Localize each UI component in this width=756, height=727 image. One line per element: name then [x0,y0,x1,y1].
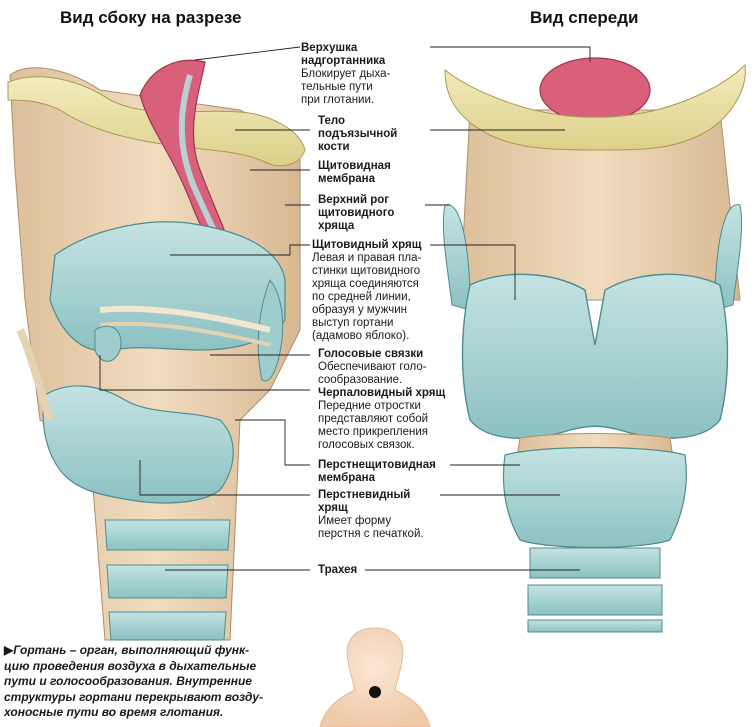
leader-cricoid [139,460,310,496]
caption-marker: ▶ [4,643,14,657]
label-vocal-cords-name: Голосовые связки [318,348,424,360]
label-epiglottis: Верхушка надгортанника Блокирует дыха- т… [301,42,421,107]
label-arytenoid-name: Черпаловидный хрящ [318,387,446,399]
label-arytenoid-desc: Передние отростки представляют собой мес… [318,400,429,451]
front-epiglottis [539,57,651,123]
label-vocal-cords: Голосовые связки Обеспечивают голо- сооб… [318,348,443,387]
side-superior-horn [257,279,284,382]
label-cricoid-name: Перстневидный хрящ [318,489,411,514]
label-epiglottis-desc: Блокирует дыха- тельные пути при глотани… [301,68,391,106]
label-trachea-name: Трахея [318,564,358,576]
label-cricoid: Перстневидный хрящ Имеет форму перстня с… [318,489,448,541]
leader-thyroid [170,244,310,256]
label-superior-horn: Верхний рог щитовидного хряща [318,194,428,233]
side-airway-tube [16,328,54,422]
front-trachea-ring-2 [527,584,663,616]
front-view-title: Вид спереди [530,8,639,27]
leader-epiglottis-side [194,46,301,61]
label-trachea: Трахея [318,564,378,577]
label-superior-horn-name: Верхний рог щитовидного хряща [318,194,395,232]
front-cricoid-cartilage [502,446,687,549]
label-epiglottis-name: Верхушка надгортанника [301,42,386,67]
label-thyrohyoid: Щитовидная мембрана [318,160,428,186]
label-hyoid-name: Тело подъязычной кости [318,115,398,153]
label-thyrohyoid-name: Щитовидная мембрана [318,160,391,185]
label-vocal-cords-desc: Обеспечивают голо- сообразование. [318,361,427,386]
label-hyoid: Тело подъязычной кости [318,115,428,154]
side-view-title: Вид сбоку на разрезе [60,8,242,27]
label-thyroid: Щитовидный хрящ Левая и правая пла- стин… [312,239,437,343]
label-thyroid-name: Щитовидный хрящ [312,239,422,251]
side-trachea-ring-2 [106,564,229,599]
front-trachea-ring-1 [529,547,661,579]
front-trachea-ring-3 [527,619,663,633]
side-vocal-cords-lower [99,321,271,347]
leader-thyroid-front [430,244,516,300]
side-trachea-ring-3 [108,611,227,641]
front-thyroid-cartilage [461,273,729,439]
side-thyroid-cartilage [49,221,286,352]
caption-text: Гортань – орган, выполняющий функ- цию п… [4,643,264,719]
side-view-illustration [7,59,306,641]
side-trachea-ring-1 [104,519,231,551]
front-view-illustration [442,57,746,633]
label-thyroid-desc: Левая и правая пла- стинки щитовидного х… [312,252,422,342]
front-hyoid-bone [444,63,746,151]
side-cricoid-cartilage [42,385,234,504]
head-silhouette-shape [319,627,431,727]
label-cricothyroid: Перстнещитовидная мембрана [318,459,453,485]
leader-epiglottis-front [430,46,591,62]
label-cricothyroid-name: Перстнещитовидная мембрана [318,459,436,484]
head-silhouette-icon [319,627,431,727]
leader-lines [99,46,591,571]
side-vocal-cords [99,305,271,333]
leader-cricothyroid [235,419,310,466]
side-arytenoid [94,325,122,362]
caption: ▶Гортань – орган, выполняющий функ- цию … [4,643,309,721]
larynx-location-marker [369,686,381,698]
label-cricoid-desc: Имеет форму перстня с печаткой. [318,515,424,540]
leader-arytenoid [99,355,310,391]
label-arytenoid: Черпаловидный хрящ Передние отростки пре… [318,387,458,452]
